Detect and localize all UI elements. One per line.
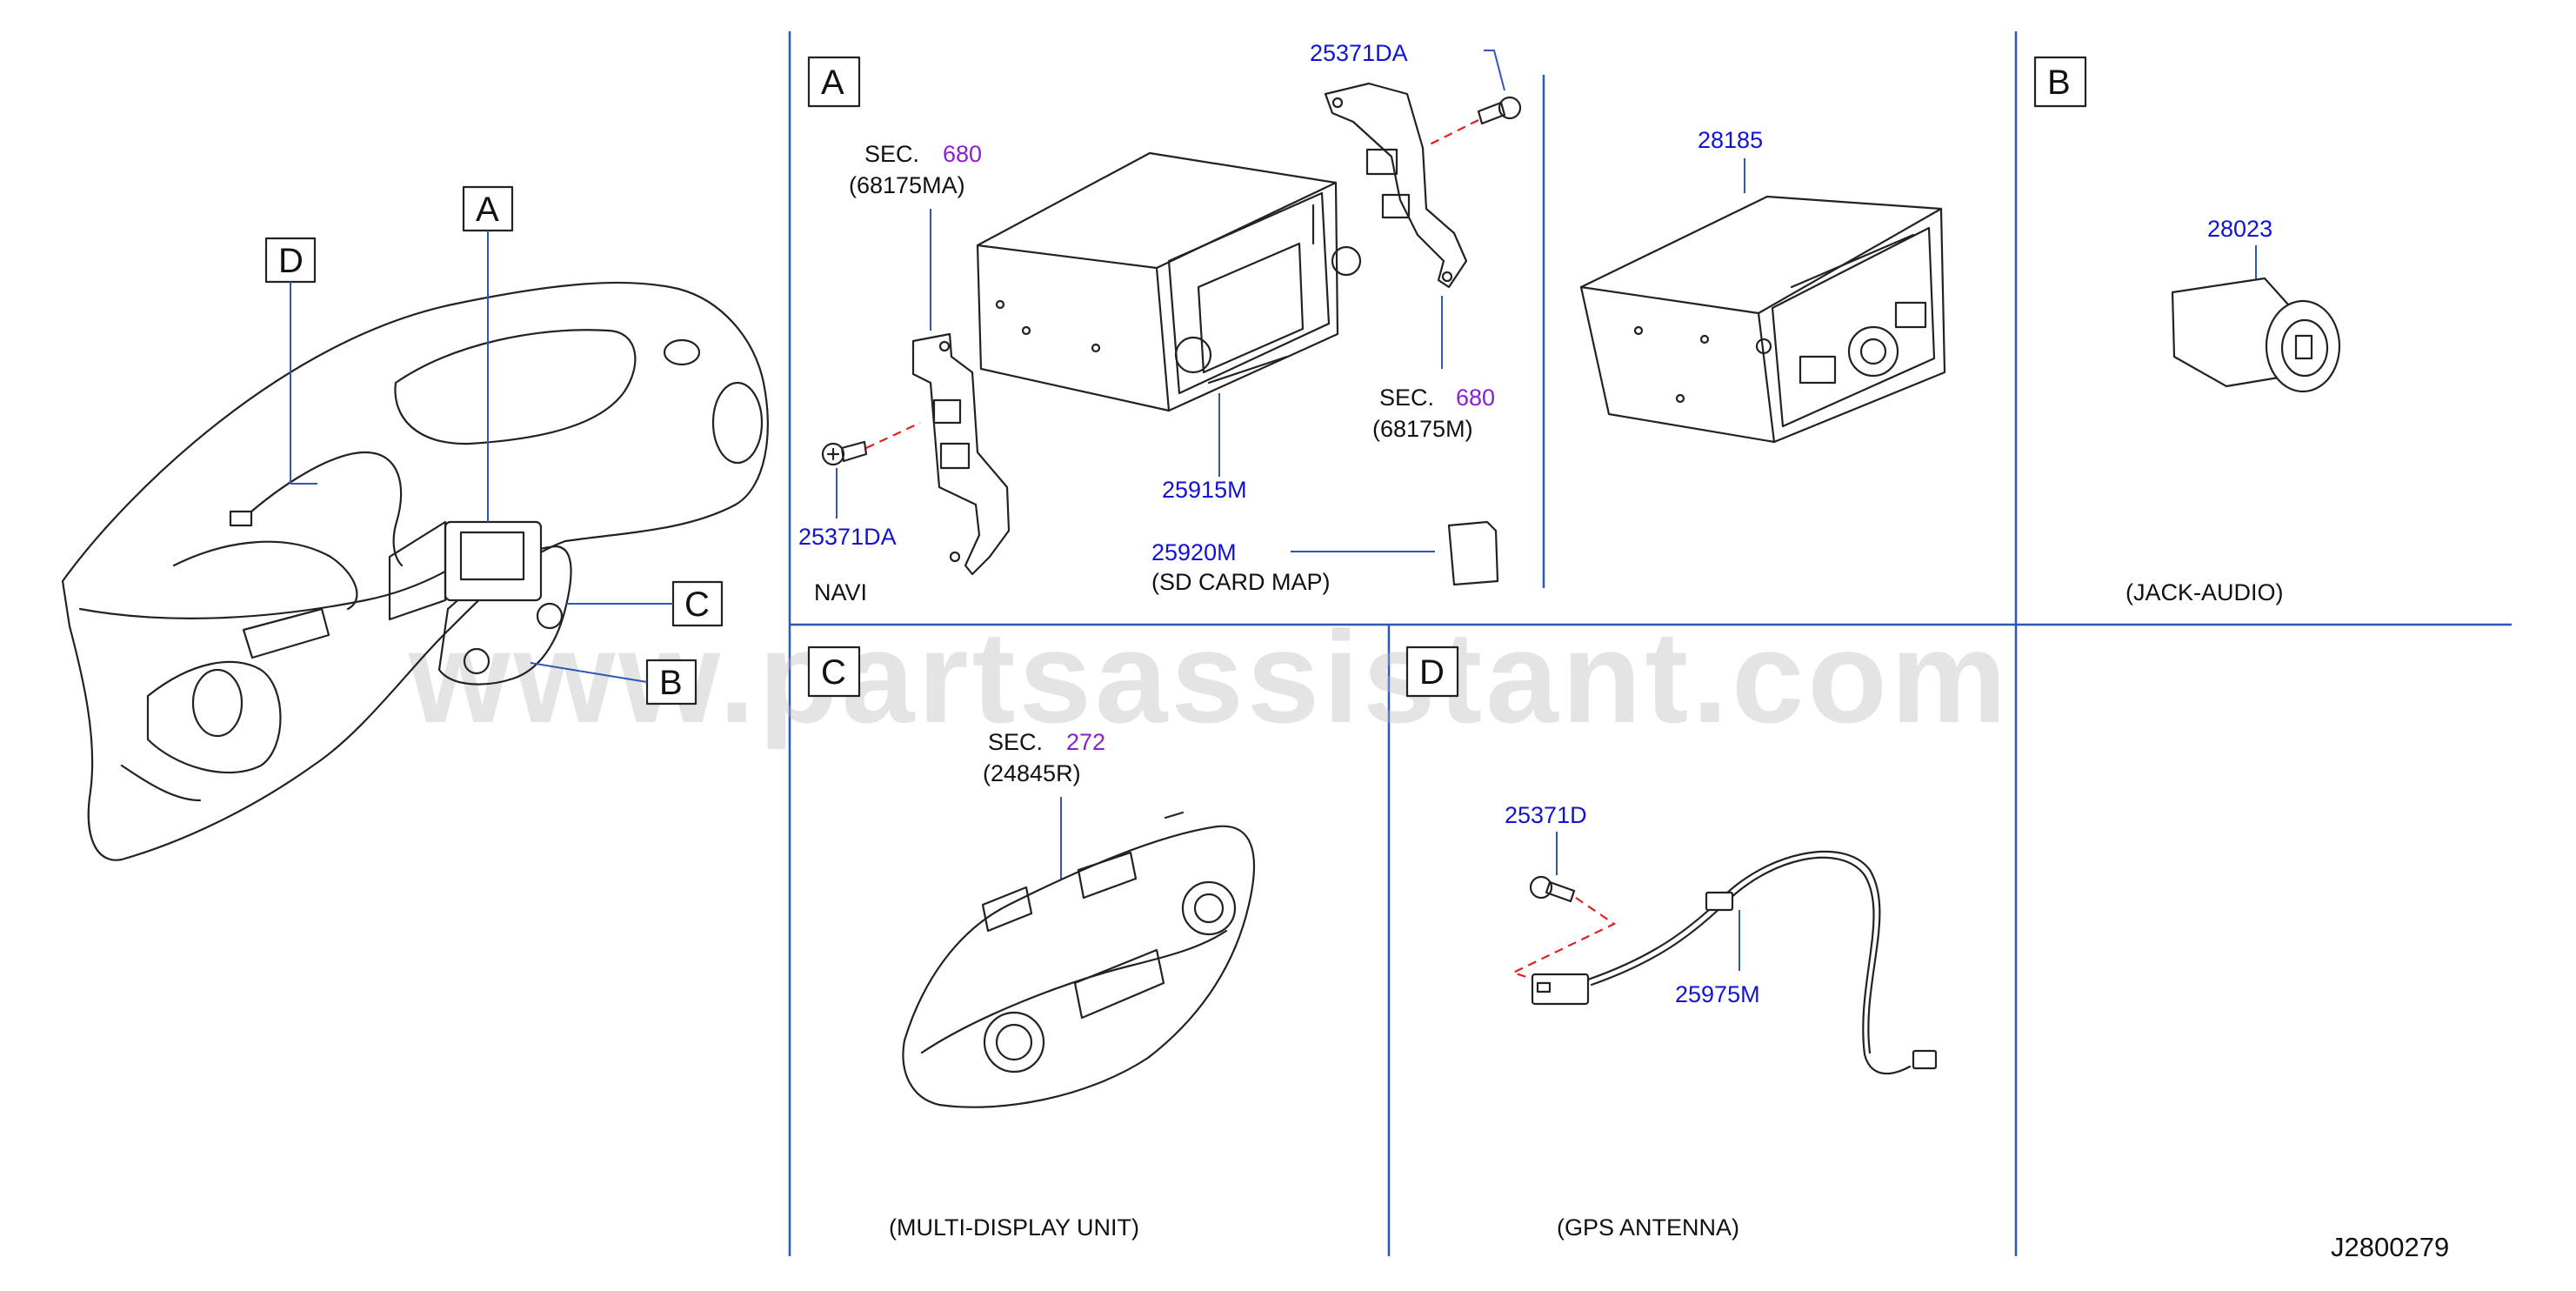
section-b-box — [2033, 56, 2087, 108]
sec-left-prefix: SEC. — [864, 141, 919, 167]
section-b: B 28023 (JACK-AUDIO) — [2033, 56, 2341, 605]
screw-left-icon — [821, 440, 868, 466]
jack-audio-part: 28023 — [2207, 216, 2272, 242]
gps-antenna-drawing — [1531, 850, 1938, 1075]
sec-right-ref: (68175M) — [1372, 416, 1473, 442]
sec-c-number: 272 — [1066, 729, 1105, 755]
jack-audio-icon — [2171, 277, 2341, 393]
screw-top-icon — [1477, 96, 1522, 125]
section-b-caption: (JACK-AUDIO) — [2126, 579, 2284, 605]
gps-screw-icon — [1529, 875, 1576, 903]
section-c-box — [807, 646, 861, 698]
navi-left-bracket — [911, 332, 1011, 576]
section-a: A SEC. 680 (68175MA) 25371DA NAVI — [798, 40, 1946, 605]
sec-c-prefix: SEC. — [988, 729, 1043, 755]
callout-a-label: A — [476, 191, 499, 229]
callout-box-d — [264, 237, 317, 284]
drawing-code: J2800279 — [2331, 1232, 2449, 1262]
audio-unit-part: 28185 — [1698, 127, 1763, 153]
sec-right-number: 680 — [1456, 385, 1495, 411]
section-a-box — [807, 56, 861, 108]
navi-unit-drawing — [976, 151, 1362, 412]
callout-box-a — [462, 185, 514, 232]
callout-c-label: C — [684, 585, 710, 624]
section-d-caption: (GPS ANTENNA) — [1557, 1214, 1739, 1241]
audio-unit-drawing — [1579, 195, 1946, 444]
multi-display-unit-drawing — [902, 811, 1256, 1108]
sec-left-ref: (68175MA) — [849, 172, 965, 198]
sd-card-icon — [1447, 520, 1499, 586]
sec-right-prefix: SEC. — [1379, 385, 1434, 411]
callout-box-c — [671, 580, 724, 627]
section-c-caption: (MULTI-DISPLAY UNIT) — [889, 1214, 1139, 1241]
section-b-letter: B — [2047, 64, 2071, 102]
section-a-caption: NAVI — [814, 579, 867, 605]
screw-left-part: 25371DA — [798, 524, 897, 550]
section-c: C SEC. 272 (24845R) (MULTI-DISPLAY UNIT) — [807, 646, 1256, 1241]
section-a-letter: A — [821, 64, 844, 102]
sd-card-part: 25920M — [1151, 539, 1237, 565]
dashboard-overview-drawing — [61, 281, 769, 861]
sec-left-number: 680 — [943, 141, 982, 167]
overview-callouts: D A C B — [264, 185, 724, 706]
section-d: D 25371D 25975M (GPS ANTENNA) — [1405, 646, 1938, 1241]
navi-unit-part: 25915M — [1162, 477, 1247, 503]
gps-antenna-part: 25975M — [1675, 981, 1760, 1007]
section-c-letter: C — [821, 653, 846, 692]
gps-screw-part: 25371D — [1505, 802, 1587, 828]
callout-b-label: B — [659, 664, 683, 702]
screw-top-part: 25371DA — [1310, 40, 1408, 66]
sec-c-ref: (24845R) — [983, 760, 1081, 786]
callout-d-label: D — [278, 242, 304, 280]
section-d-letter: D — [1419, 653, 1445, 692]
section-separators — [788, 31, 2512, 1256]
navi-right-bracket — [1324, 82, 1468, 289]
sd-card-caption: (SD CARD MAP) — [1151, 569, 1331, 595]
section-d-box — [1405, 646, 1459, 698]
